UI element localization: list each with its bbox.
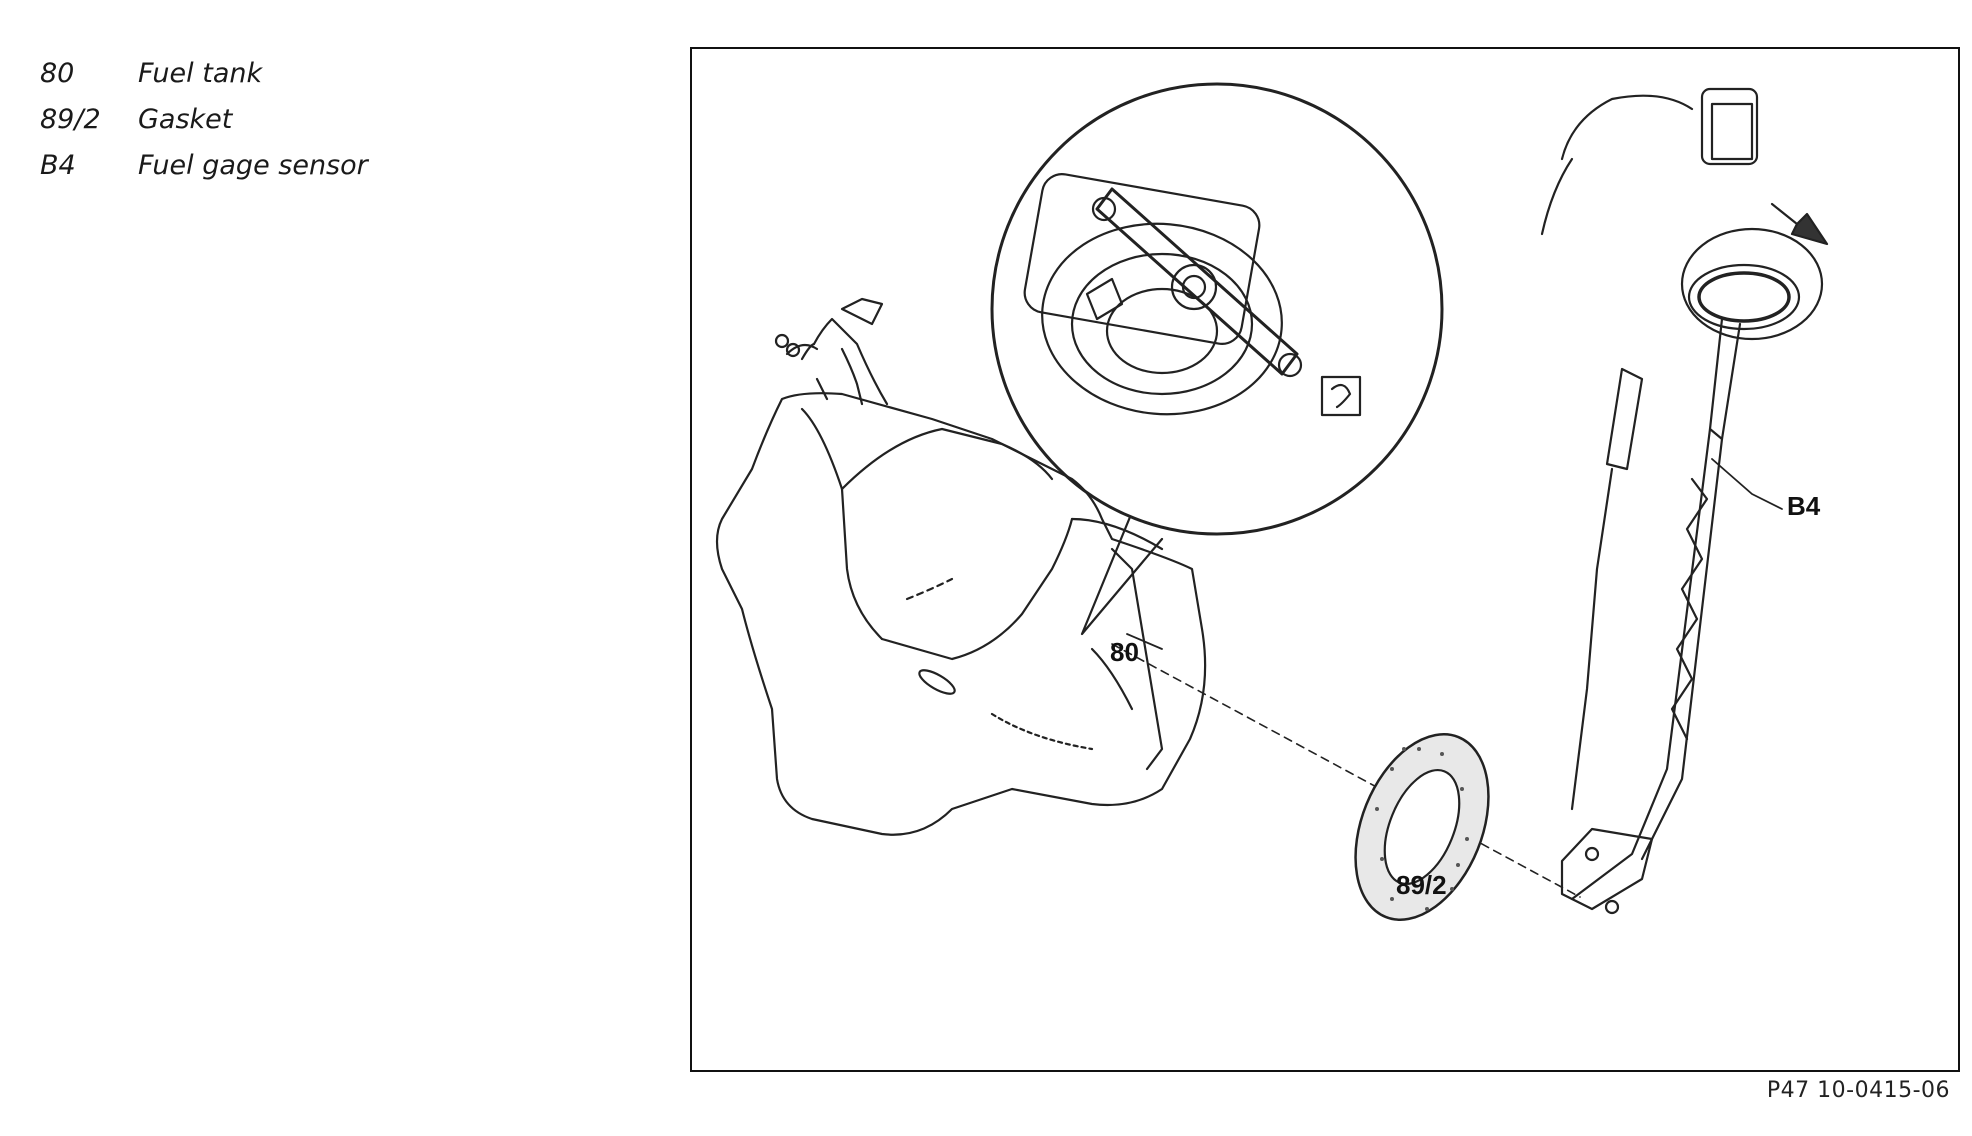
callout-80: 80 [1110,637,1139,667]
legend-row-fuel-gage-sensor: B4 Fuel gage sensor [40,142,368,188]
legend-code: 80 [40,57,75,89]
legend-row-fuel-tank: 80 Fuel tank [40,50,368,96]
gasket-drawing [1354,733,1490,921]
parts-legend: 80 Fuel tank 89/2 Gasket B4 Fuel gage se… [40,50,368,188]
callout-89-2: 89/2 [1396,870,1447,900]
leader-line-sensor [1711,458,1783,510]
legend-label: Gasket [138,103,233,135]
detail-magnifier [990,82,1444,636]
legend-code: 89/2 [40,103,101,135]
figure-reference: P47 10-0415-06 [1766,1078,1950,1103]
exploded-view-drawing: 80 89/2 B4 [715,82,1829,921]
fuel-gage-sensor-drawing [1540,87,1829,915]
legend-code: B4 [40,149,76,181]
legend-label: Fuel tank [138,57,263,89]
legend-label: Fuel gage sensor [138,149,368,181]
legend-row-gasket: 89/2 Gasket [40,96,368,142]
callout-b4: B4 [1787,491,1821,521]
assembly-line [1111,643,1581,898]
fuel-tank-drawing [715,297,1207,836]
leader-line-tank [1126,633,1163,650]
diagram-frame: 80 89/2 B4 [690,47,1960,1072]
